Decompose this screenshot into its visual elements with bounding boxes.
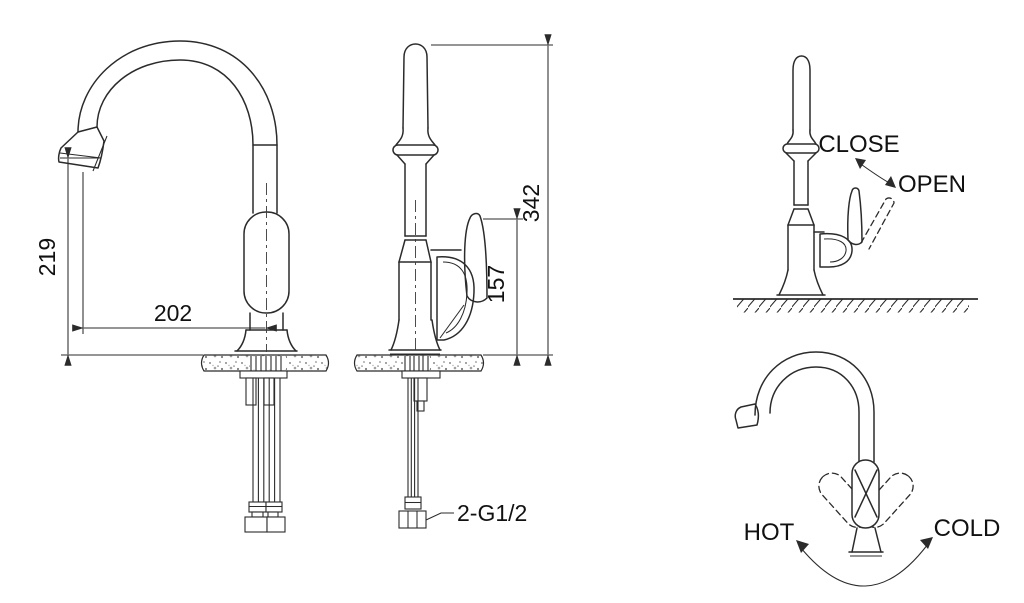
side-dim-handle-height: 157 bbox=[483, 208, 523, 366]
side-mounting-nut bbox=[413, 377, 428, 402]
side-pipe-upper bbox=[402, 43, 429, 129]
side-view: 2-G1/2 342 157 bbox=[353, 34, 553, 529]
rot-hot-label: HOT bbox=[744, 519, 795, 546]
front-hose-waist-left bbox=[251, 511, 264, 518]
side-supply-hose bbox=[407, 378, 419, 497]
side-base-flare-left bbox=[390, 319, 400, 351]
op-shoulder-left bbox=[787, 208, 795, 226]
side-cartridge-dome bbox=[436, 256, 475, 341]
rot-motion-arrowhead-hot bbox=[796, 540, 809, 553]
op-collar-cone-right bbox=[807, 152, 817, 162]
side-base-flare-right bbox=[431, 319, 441, 351]
side-shank-threads bbox=[404, 356, 429, 371]
op-motion-arrowhead-open bbox=[885, 176, 896, 188]
front-dim-spout-reach-label: 202 bbox=[154, 300, 192, 326]
rot-base-side-right bbox=[874, 527, 882, 553]
op-close-label: CLOSE bbox=[818, 131, 899, 158]
op-motion-arrowhead-close bbox=[855, 158, 866, 169]
front-mounting-nut-left bbox=[245, 377, 257, 406]
rotation-diagram: HOT COLD bbox=[734, 351, 1001, 587]
op-collar-lip bbox=[782, 143, 820, 154]
rot-motion-arrow-arc bbox=[800, 543, 929, 587]
front-aerator-axis-line bbox=[92, 135, 108, 172]
op-lever-open-dashed bbox=[860, 197, 895, 250]
op-collar-flare-right bbox=[809, 129, 817, 145]
op-shoulder-right bbox=[807, 208, 815, 226]
rot-handle-cross-line2 bbox=[854, 469, 878, 518]
side-thread-label: 2-G1/2 bbox=[457, 500, 527, 526]
side-hose-nut bbox=[398, 510, 427, 529]
side-shank-gap bbox=[403, 356, 430, 370]
rot-spout-inner-arc bbox=[769, 366, 860, 463]
side-shoulder-right bbox=[425, 239, 432, 263]
front-spout-outer-arc bbox=[77, 40, 278, 214]
op-base-flare-left bbox=[778, 269, 789, 296]
rot-spout-outer-arc bbox=[754, 351, 875, 463]
op-lever-closed bbox=[847, 187, 863, 246]
front-hose-nut-right bbox=[266, 516, 286, 533]
front-dim-spout-reach: 202 bbox=[72, 172, 277, 334]
rot-aerator-tip bbox=[734, 403, 760, 429]
front-base-flare-left bbox=[236, 329, 247, 352]
front-aerator-neck-line bbox=[77, 126, 98, 133]
rot-handle-dashed-left bbox=[818, 472, 871, 528]
front-hose-nut-left bbox=[244, 516, 268, 533]
side-cartridge-dome-inner bbox=[442, 261, 468, 334]
front-shank-threads bbox=[250, 356, 282, 371]
side-collar-cone-left bbox=[396, 154, 406, 165]
front-base-flare-right bbox=[286, 329, 297, 352]
side-dim-total-height-label: 342 bbox=[518, 184, 544, 222]
side-shoulder-left bbox=[398, 239, 406, 263]
rot-handle-dashed-right bbox=[861, 472, 914, 528]
side-cartridge-detail bbox=[439, 304, 465, 339]
side-mounting-stud bbox=[416, 400, 425, 412]
side-handle-lever bbox=[463, 212, 488, 303]
op-cartridge-dome-inner bbox=[823, 238, 847, 263]
front-hose-waist-right bbox=[267, 511, 279, 518]
operation-diagram: CLOSE OPEN bbox=[733, 55, 978, 313]
op-cartridge-dome bbox=[819, 232, 853, 268]
rot-cold-label: COLD bbox=[934, 515, 1001, 542]
front-dim-spout-height: 219 bbox=[34, 147, 203, 366]
side-mounting-plate bbox=[401, 370, 441, 379]
front-mounting-plate bbox=[239, 370, 288, 379]
side-collar-flare-right bbox=[427, 127, 436, 146]
front-supply-hoses bbox=[252, 378, 281, 502]
op-collar-cone-left bbox=[785, 152, 795, 162]
front-view: 219 202 bbox=[34, 40, 330, 533]
op-pipe-upper bbox=[792, 55, 811, 131]
front-shank-gap bbox=[250, 356, 286, 370]
side-dim-total-height: 342 bbox=[431, 34, 553, 366]
op-collar-flare-left bbox=[786, 129, 794, 145]
rot-base-side-left bbox=[851, 527, 858, 553]
front-aerator-crease-line bbox=[59, 152, 102, 159]
side-collar-lip bbox=[392, 144, 439, 156]
front-dim-spout-height-label: 219 bbox=[34, 238, 60, 276]
op-open-label: OPEN bbox=[898, 171, 966, 198]
op-base-flare-right bbox=[813, 269, 824, 296]
side-thread-leader bbox=[425, 512, 454, 521]
side-collar-flare-left bbox=[395, 127, 404, 146]
front-spout-inner-arc bbox=[96, 59, 254, 214]
rot-motion-arrowhead-cold bbox=[920, 537, 933, 549]
op-ground-hatching bbox=[737, 299, 969, 313]
side-dim-handle-height-label: 157 bbox=[483, 265, 509, 303]
side-collar-cone-right bbox=[425, 154, 435, 165]
